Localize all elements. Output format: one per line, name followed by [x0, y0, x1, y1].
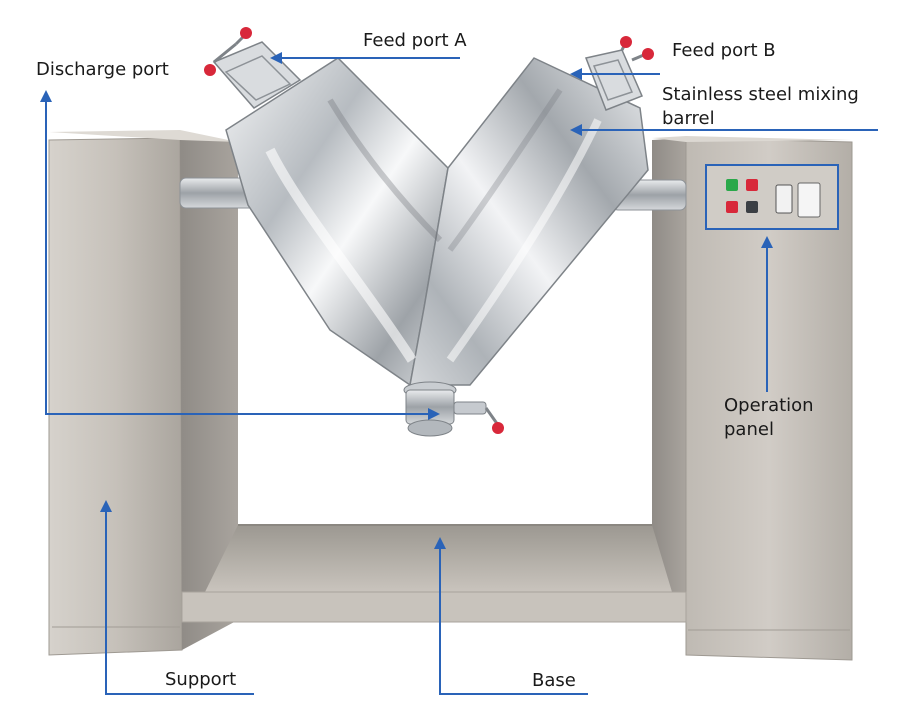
feed-port-b-lid — [584, 41, 647, 111]
switch-icon — [746, 201, 758, 213]
right-support — [652, 136, 853, 661]
label-operation-line2: panel — [724, 419, 774, 440]
emergency-button-icon — [726, 201, 738, 213]
label-discharge-port: Discharge port — [36, 59, 169, 80]
label-support: Support — [165, 669, 237, 690]
timer-display-icon — [775, 184, 793, 214]
callout-arrows — [40, 52, 878, 695]
left-support — [48, 130, 238, 656]
label-barrel-line2: barrel — [662, 108, 715, 129]
controller-icon — [797, 182, 821, 218]
v-mixing-barrel — [225, 57, 649, 437]
label-feed-port-b: Feed port B — [672, 40, 776, 61]
label-base: Base — [532, 670, 576, 691]
label-feed-port-a: Feed port A — [363, 30, 467, 51]
operation-panel — [705, 164, 839, 230]
stop-button-icon — [746, 179, 758, 191]
base-frame — [181, 524, 687, 623]
label-operation-line1: Operation — [724, 395, 814, 416]
red-knobs — [204, 27, 654, 434]
label-barrel-line1: Stainless steel mixing — [662, 84, 859, 105]
start-button-icon — [726, 179, 738, 191]
